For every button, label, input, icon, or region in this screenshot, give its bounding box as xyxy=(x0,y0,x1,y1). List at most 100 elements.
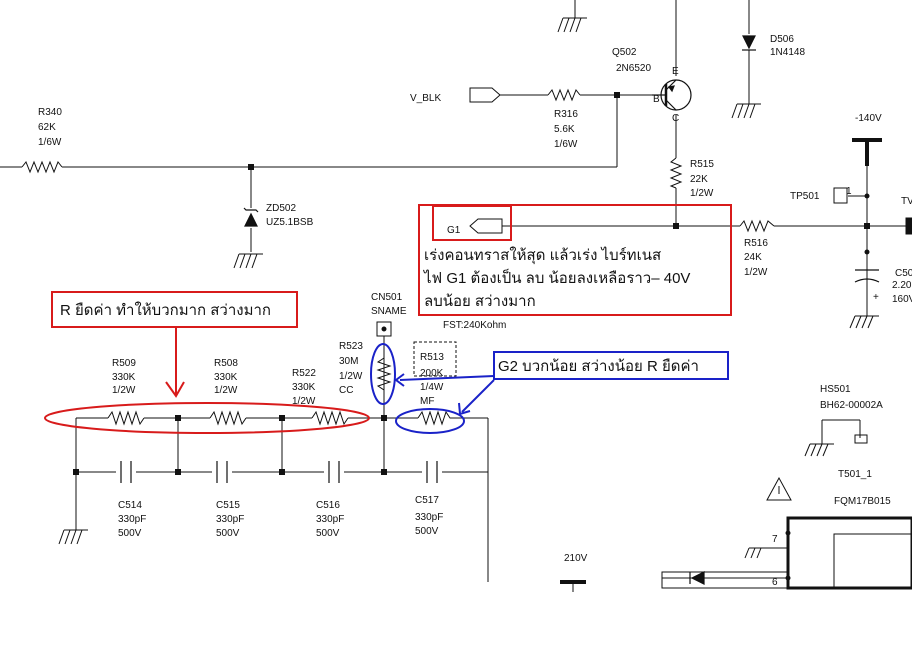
ground-icon xyxy=(731,103,761,119)
q502-transistor xyxy=(652,79,692,111)
blue-ellipse-r513 xyxy=(395,408,465,434)
ground-icon xyxy=(744,547,769,559)
q502-part: 2N6520 xyxy=(616,63,651,74)
ground-icon xyxy=(557,17,587,33)
t501-pin6: 6 xyxy=(772,577,778,588)
tv-partial-label: TV xyxy=(901,196,912,207)
ground-icon xyxy=(849,315,879,329)
t501-part: FQM17B015 xyxy=(834,496,891,507)
c50-plus: + xyxy=(873,292,879,303)
minus-140v-label: -140V xyxy=(855,113,882,124)
c50-value: 2.20 xyxy=(892,280,912,291)
ground-icon xyxy=(233,253,263,269)
r508-value: 330K xyxy=(214,372,238,383)
red-box-r-note xyxy=(51,291,298,328)
d506-diode xyxy=(742,35,756,51)
v-blk-label: V_BLK xyxy=(410,93,441,104)
c50-symbol xyxy=(854,269,880,283)
r522-ref: R522 xyxy=(292,368,316,379)
blue-box-g2-note xyxy=(493,351,729,380)
r513-power: 1/4W xyxy=(420,382,444,393)
r515-ref: R515 xyxy=(690,159,714,170)
r509-ref: R509 xyxy=(112,358,136,369)
r316-symbol xyxy=(547,88,581,102)
r508-ref: R508 xyxy=(214,358,238,369)
c517-voltage: 500V xyxy=(415,526,439,537)
r508-power: 1/2W xyxy=(214,385,238,396)
v210-label: 210V xyxy=(564,553,588,564)
r516-value: 24K xyxy=(744,252,762,263)
c515-voltage: 500V xyxy=(216,528,240,539)
cn501-name: SNAME xyxy=(371,306,407,317)
r513-symbol xyxy=(417,410,452,426)
r516-power: 1/2W xyxy=(744,267,768,278)
r522-value: 330K xyxy=(292,382,316,393)
c515-symbol xyxy=(216,461,228,483)
r340-power: 1/6W xyxy=(38,137,62,148)
q502-ref: Q502 xyxy=(612,47,637,58)
hs501-part: BH62-00002A xyxy=(820,400,883,411)
blue-note-g2-text: G2 บวกน้อย สว่างน้อย R ยืดค่า xyxy=(498,358,699,375)
r316-ref: R316 xyxy=(554,109,578,120)
t501-diode xyxy=(689,571,705,585)
red-box-g1-label xyxy=(432,205,512,241)
q502-pin-b: B xyxy=(653,94,660,105)
fst-label: FST:240Kohm xyxy=(443,320,506,331)
r340-symbol xyxy=(21,160,63,174)
red-note-g1-line3: ลบน้อย สว่างมาก xyxy=(424,293,536,310)
c516-value: 330pF xyxy=(316,514,344,525)
c514-value: 330pF xyxy=(118,514,146,525)
c514-voltage: 500V xyxy=(118,528,142,539)
r509-power: 1/2W xyxy=(112,385,136,396)
c517-ref: C517 xyxy=(415,495,439,506)
t501-ref: T501_1 xyxy=(838,469,872,480)
tp501-connector xyxy=(833,187,848,204)
r340-ref: R340 xyxy=(38,107,62,118)
ground-symbols xyxy=(58,17,879,559)
g1-connector xyxy=(469,218,503,234)
c517-symbol xyxy=(426,461,438,483)
c515-ref: C515 xyxy=(216,500,240,511)
q502-pin-c: C xyxy=(672,113,679,124)
r515-power: 1/2W xyxy=(690,188,714,199)
resistors xyxy=(21,88,775,426)
red-box-g1-note xyxy=(418,204,732,316)
r513-type: MF xyxy=(420,396,434,407)
red-note-r-text: R ยืดค่า ทำให้บวกมาก สว่างมาก xyxy=(60,301,271,319)
blue-ellipse-r523 xyxy=(370,343,396,405)
junction-dots xyxy=(73,92,870,475)
cn501-ref: CN501 xyxy=(371,292,403,303)
red-note-g1-line1: เร่งคอนทราสให้สุด แล้วเร่ง ไบร์ทเนส xyxy=(424,246,661,265)
tp501-ref: TP501 xyxy=(790,191,820,202)
q502-pin-e: E xyxy=(672,66,679,77)
c517-value: 330pF xyxy=(415,512,443,523)
c514-symbol xyxy=(120,461,132,483)
ground-icon xyxy=(58,529,88,545)
blue-annotations: G2 บวกน้อย สว่างน้อย R ยืดค่า xyxy=(370,343,729,434)
r316-power: 1/6W xyxy=(554,139,578,150)
c515-value: 330pF xyxy=(216,514,244,525)
connectors xyxy=(376,87,912,590)
r340-value: 62K xyxy=(38,122,56,133)
c516-symbol xyxy=(328,461,340,483)
r516-symbol xyxy=(739,219,775,233)
zd502-ref: ZD502 xyxy=(266,203,296,214)
r515-value: 22K xyxy=(690,174,708,185)
hs501-ref: HS501 xyxy=(820,384,851,395)
red-note-g1-line2: ไฟ G1 ต้องเป็น ลบ น้อยลงเหลือราว– 40V xyxy=(423,268,690,287)
r522-symbol xyxy=(311,410,349,426)
c514-ref: C514 xyxy=(118,500,142,511)
zd502-zener xyxy=(243,207,259,227)
red-annotations: R ยืดค่า ทำให้บวกมาก สว่างมาก เร่งคอนทรา… xyxy=(44,204,732,434)
r523-type: CC xyxy=(339,385,353,396)
c50-ref: C50 xyxy=(895,268,912,279)
d506-part: 1N4148 xyxy=(770,47,805,58)
tp501-pin: 1 xyxy=(846,186,852,197)
r509-value: 330K xyxy=(112,372,136,383)
r509-symbol xyxy=(107,410,145,426)
red-ellipse-r-chain xyxy=(44,402,370,434)
d506-ref: D506 xyxy=(770,34,794,45)
r522-power: 1/2W xyxy=(292,396,316,407)
component-labels: D506 1N4148 Q502 2N6520 E B C V_BLK R316… xyxy=(38,34,912,588)
